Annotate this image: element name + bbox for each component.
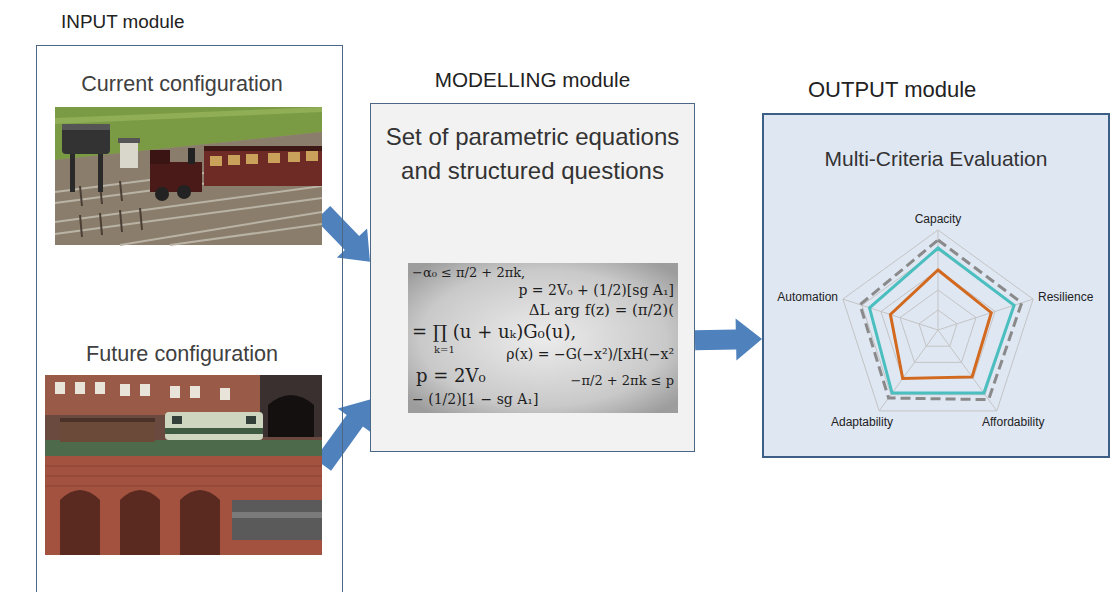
equation-image xyxy=(408,263,678,413)
equation-wrap: ρ(x) = −G(−x²)/[xH(−x² xyxy=(506,346,674,362)
axis-wrap: Resilience xyxy=(1038,291,1093,305)
equation-wrap: p = 2V₀ xyxy=(416,366,486,387)
equation-text: −π/2 + 2πk ≤ p xyxy=(571,374,674,389)
radar-chart xyxy=(843,230,1033,411)
equation-text: − (1/2)[1 − sg A₁] xyxy=(412,391,538,407)
axis-label: Automation xyxy=(777,291,838,305)
axis-wrap: Affordability xyxy=(982,416,1044,430)
panel-title: Future configuration xyxy=(41,339,323,369)
axis-wrap: Automation xyxy=(777,291,838,305)
railway-photo xyxy=(45,375,322,555)
equation-text: ρ(x) = −G(−x²)/[xH(−x² xyxy=(506,346,674,362)
module-heading: MODELLING module xyxy=(371,66,694,94)
axis-label: Capacity xyxy=(915,213,962,227)
axis-label: Adaptability xyxy=(831,416,893,430)
equation-text: p = 2V₀ xyxy=(416,366,486,387)
equation-wrap: − (1/2)[1 − sg A₁] xyxy=(412,391,538,407)
module-heading: INPUT module xyxy=(61,9,342,35)
panel-title: Current configuration xyxy=(41,69,323,99)
equation-text: −α₀ ≤ π/2 + 2πk, xyxy=(412,266,525,281)
equation-text: ΔL arg f(z) = (π/2)( xyxy=(529,302,674,319)
railway-photo xyxy=(55,107,322,245)
equation-wrap: ΔL arg f(z) = (π/2)( xyxy=(529,302,674,319)
equation-wrap: k=1 xyxy=(434,344,455,356)
chart-title: Multi-Criteria Evaluation xyxy=(764,145,1108,173)
equation-text: = ∏ (u + uₖ)G₀(u), xyxy=(412,322,576,343)
axis-label: Affordability xyxy=(982,416,1044,430)
equation-wrap: p = 2V₀ + (1/2)[sg A₁] xyxy=(518,282,674,298)
block-arrow xyxy=(315,400,372,471)
equation-wrap: −π/2 + 2πk ≤ p xyxy=(571,374,674,389)
axis-wrap: Adaptability xyxy=(831,416,893,430)
photo-panel: Current configuration xyxy=(41,69,323,249)
equation-wrap: = ∏ (u + uₖ)G₀(u), xyxy=(412,322,576,343)
equation-wrap: −α₀ ≤ π/2 + 2πk, xyxy=(412,266,525,281)
axis-wrap: Capacity xyxy=(915,213,962,227)
module-heading: OUTPUT module xyxy=(808,76,1108,104)
equation-text: k=1 xyxy=(434,344,455,356)
photo-panel: Future configuration xyxy=(41,334,323,556)
equation-text: p = 2V₀ + (1/2)[sg A₁] xyxy=(518,282,674,298)
module-panel: INPUT moduleCurrent configurationFuture … xyxy=(36,45,343,592)
module-description: Set of parametric equations and structur… xyxy=(385,120,680,188)
module-panel: OUTPUT moduleMulti-Criteria Evaluation xyxy=(762,113,1110,458)
block-arrow xyxy=(695,319,762,361)
axis-label: Resilience xyxy=(1038,291,1093,305)
